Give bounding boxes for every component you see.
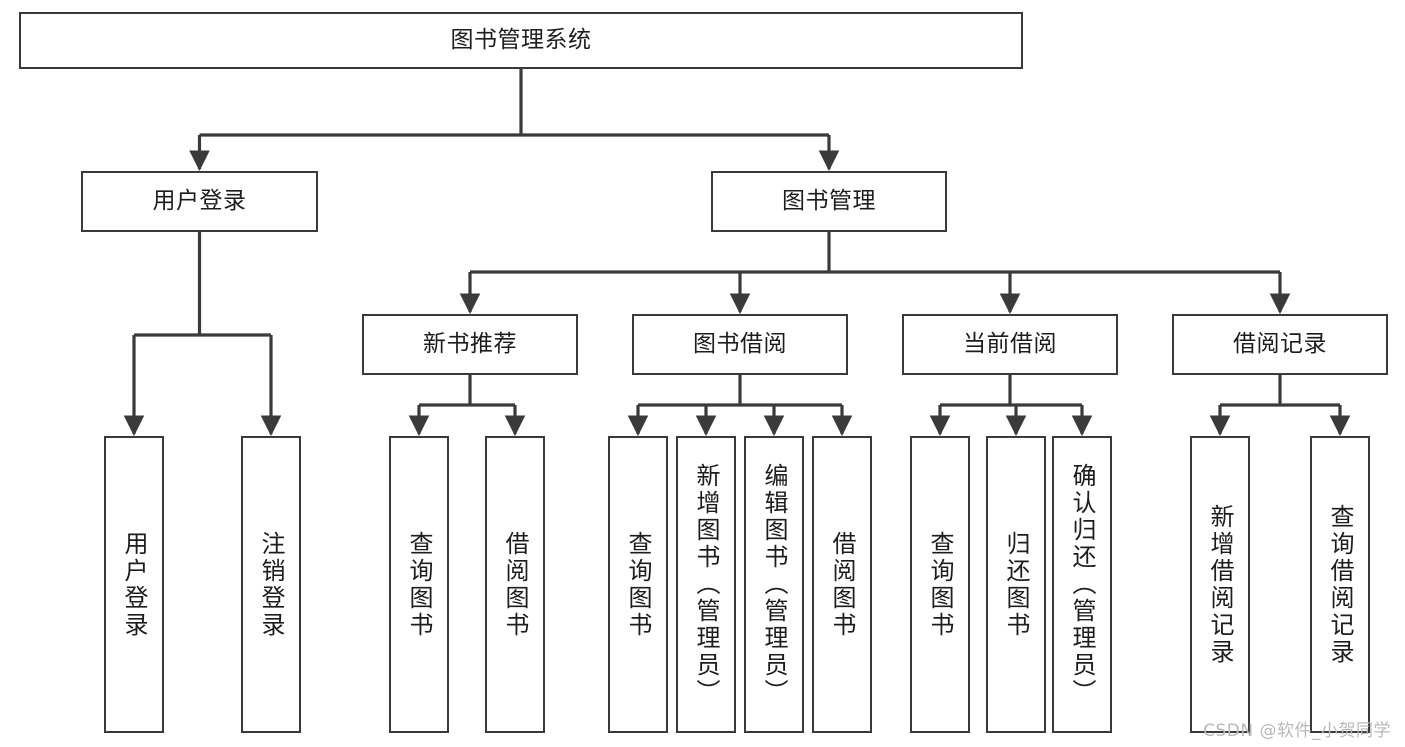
node-new-book-recommend[interactable]: 新书推荐 bbox=[362, 314, 578, 375]
node-current-borrow-label: 当前借阅 bbox=[963, 330, 1057, 357]
node-leaf-borrow-book-1[interactable]: 借阅图书 bbox=[485, 436, 545, 733]
node-leaf-add-book[interactable]: 新增图书（管理员） bbox=[676, 436, 736, 733]
node-leaf-query-book-3-label: 查询图书 bbox=[926, 530, 954, 639]
node-leaf-confirm-return-label: 确认归还（管理员） bbox=[1068, 463, 1096, 706]
watermark: CSDN @软件_小贺同学 bbox=[1203, 721, 1391, 741]
node-book-borrow-label: 图书借阅 bbox=[693, 330, 787, 357]
node-book-management[interactable]: 图书管理 bbox=[711, 171, 947, 232]
node-root[interactable]: 图书管理系统 bbox=[19, 12, 1023, 69]
node-book-management-label: 图书管理 bbox=[782, 187, 876, 214]
node-leaf-query-book-1-label: 查询图书 bbox=[405, 530, 433, 639]
node-leaf-query-record[interactable]: 查询借阅记录 bbox=[1310, 436, 1370, 733]
node-book-borrow[interactable]: 图书借阅 bbox=[632, 314, 848, 375]
node-borrow-record-label: 借阅记录 bbox=[1233, 330, 1327, 357]
node-leaf-return-book-label: 归还图书 bbox=[1002, 530, 1030, 639]
node-leaf-user-login-label: 用户登录 bbox=[120, 530, 148, 639]
node-borrow-record[interactable]: 借阅记录 bbox=[1172, 314, 1388, 375]
node-leaf-edit-book[interactable]: 编辑图书（管理员） bbox=[744, 436, 804, 733]
node-user-login-label: 用户登录 bbox=[152, 187, 247, 214]
node-leaf-query-record-label: 查询借阅记录 bbox=[1326, 503, 1354, 666]
node-leaf-add-book-label: 新增图书（管理员） bbox=[692, 463, 720, 706]
node-leaf-add-record[interactable]: 新增借阅记录 bbox=[1190, 436, 1250, 733]
node-leaf-borrow-book-2[interactable]: 借阅图书 bbox=[812, 436, 872, 733]
node-leaf-borrow-book-1-label: 借阅图书 bbox=[501, 530, 529, 639]
node-user-login[interactable]: 用户登录 bbox=[81, 171, 318, 232]
node-leaf-query-book-2[interactable]: 查询图书 bbox=[608, 436, 668, 733]
node-leaf-edit-book-label: 编辑图书（管理员） bbox=[760, 463, 788, 706]
node-leaf-user-login[interactable]: 用户登录 bbox=[104, 436, 164, 733]
node-leaf-query-book-1[interactable]: 查询图书 bbox=[389, 436, 449, 733]
node-leaf-confirm-return[interactable]: 确认归还（管理员） bbox=[1052, 436, 1112, 733]
node-leaf-return-book[interactable]: 归还图书 bbox=[986, 436, 1046, 733]
node-leaf-user-logout[interactable]: 注销登录 bbox=[241, 436, 301, 733]
node-leaf-user-logout-label: 注销登录 bbox=[257, 530, 285, 639]
node-new-book-recommend-label: 新书推荐 bbox=[423, 330, 517, 357]
node-leaf-query-book-3[interactable]: 查询图书 bbox=[910, 436, 970, 733]
node-leaf-add-record-label: 新增借阅记录 bbox=[1206, 503, 1234, 666]
node-leaf-query-book-2-label: 查询图书 bbox=[624, 530, 652, 639]
node-root-label: 图书管理系统 bbox=[450, 26, 592, 53]
node-current-borrow[interactable]: 当前借阅 bbox=[902, 314, 1118, 375]
node-leaf-borrow-book-2-label: 借阅图书 bbox=[828, 530, 856, 639]
